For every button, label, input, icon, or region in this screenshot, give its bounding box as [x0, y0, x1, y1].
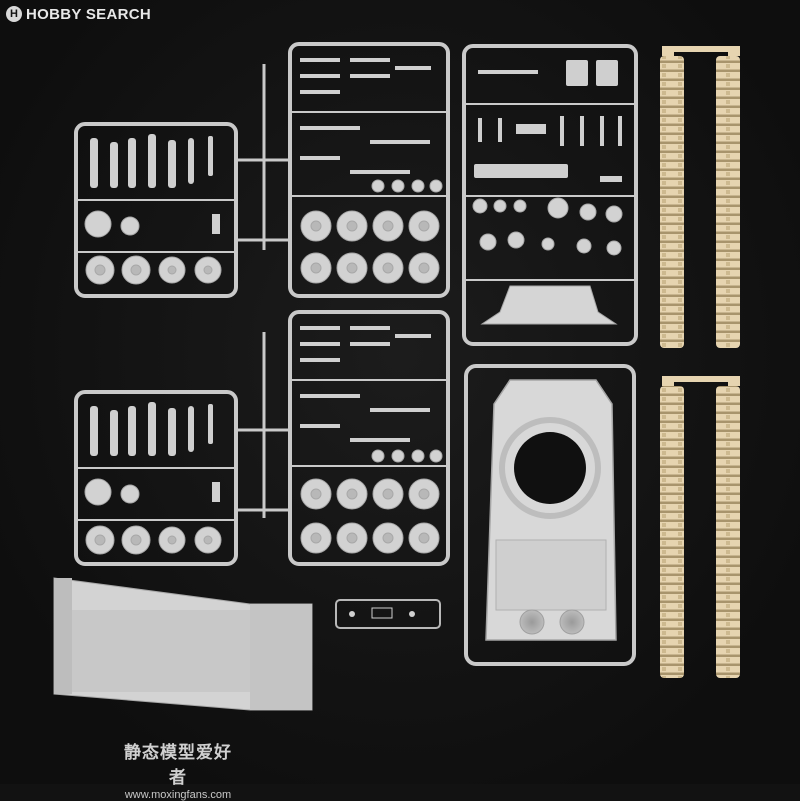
sprue-frame — [74, 390, 238, 566]
site-watermark: 静态模型爱好者 www.moxingfans.com — [118, 738, 238, 801]
sprue-frame — [236, 42, 450, 298]
lower-hull-part — [53, 577, 313, 711]
sprue-frame — [464, 364, 636, 666]
hobby-search-logo: H HOBBY SEARCH — [6, 4, 151, 24]
kit-parts-illustration — [53, 42, 740, 711]
logo-mark: H — [6, 6, 22, 22]
sprue-frame — [236, 310, 450, 566]
logo-text: HOBBY SEARCH — [26, 5, 152, 23]
sprue-frame — [462, 44, 638, 346]
clear-parts-sprue — [335, 599, 441, 629]
sprue-frame — [74, 122, 238, 298]
site-name-cn: 静态模型爱好者 — [124, 743, 232, 788]
site-url: www.moxingfans.com — [124, 789, 232, 801]
track-runs — [660, 46, 740, 678]
